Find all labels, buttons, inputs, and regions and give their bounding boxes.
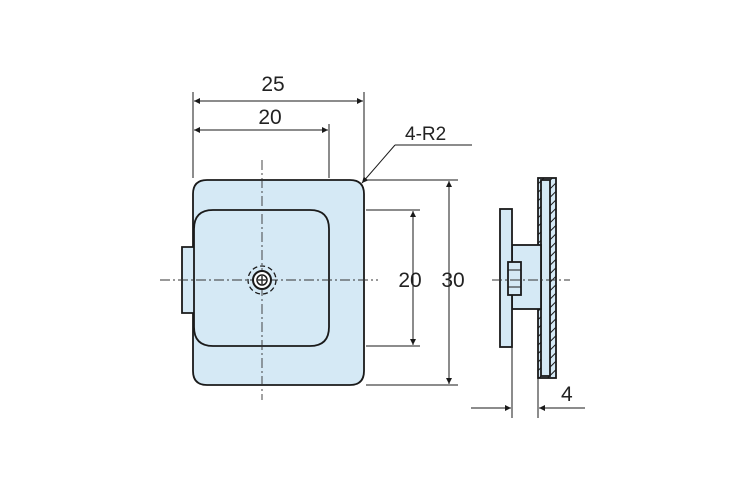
inner-height-label: 20 — [398, 269, 421, 292]
thickness-label: 4 — [561, 383, 573, 406]
dim-inner-height: 20 — [366, 209, 422, 347]
dim-corner-radius: 4-R2 — [361, 124, 472, 184]
overall-height-label: 30 — [441, 269, 464, 292]
side-screw — [507, 261, 522, 296]
side-base — [540, 179, 551, 377]
dim-inner-width: 20 — [194, 106, 330, 178]
dim-overall-width: 25 — [192, 73, 365, 178]
side-view — [492, 177, 570, 379]
dim-thickness: 4 — [471, 347, 585, 418]
dim-overall-height: 30 — [366, 179, 465, 386]
center-screw — [247, 265, 277, 295]
overall-width-label: 25 — [261, 73, 284, 96]
inner-width-label: 20 — [258, 106, 281, 129]
corner-radius-label: 4-R2 — [405, 124, 446, 145]
front-view — [160, 160, 378, 400]
